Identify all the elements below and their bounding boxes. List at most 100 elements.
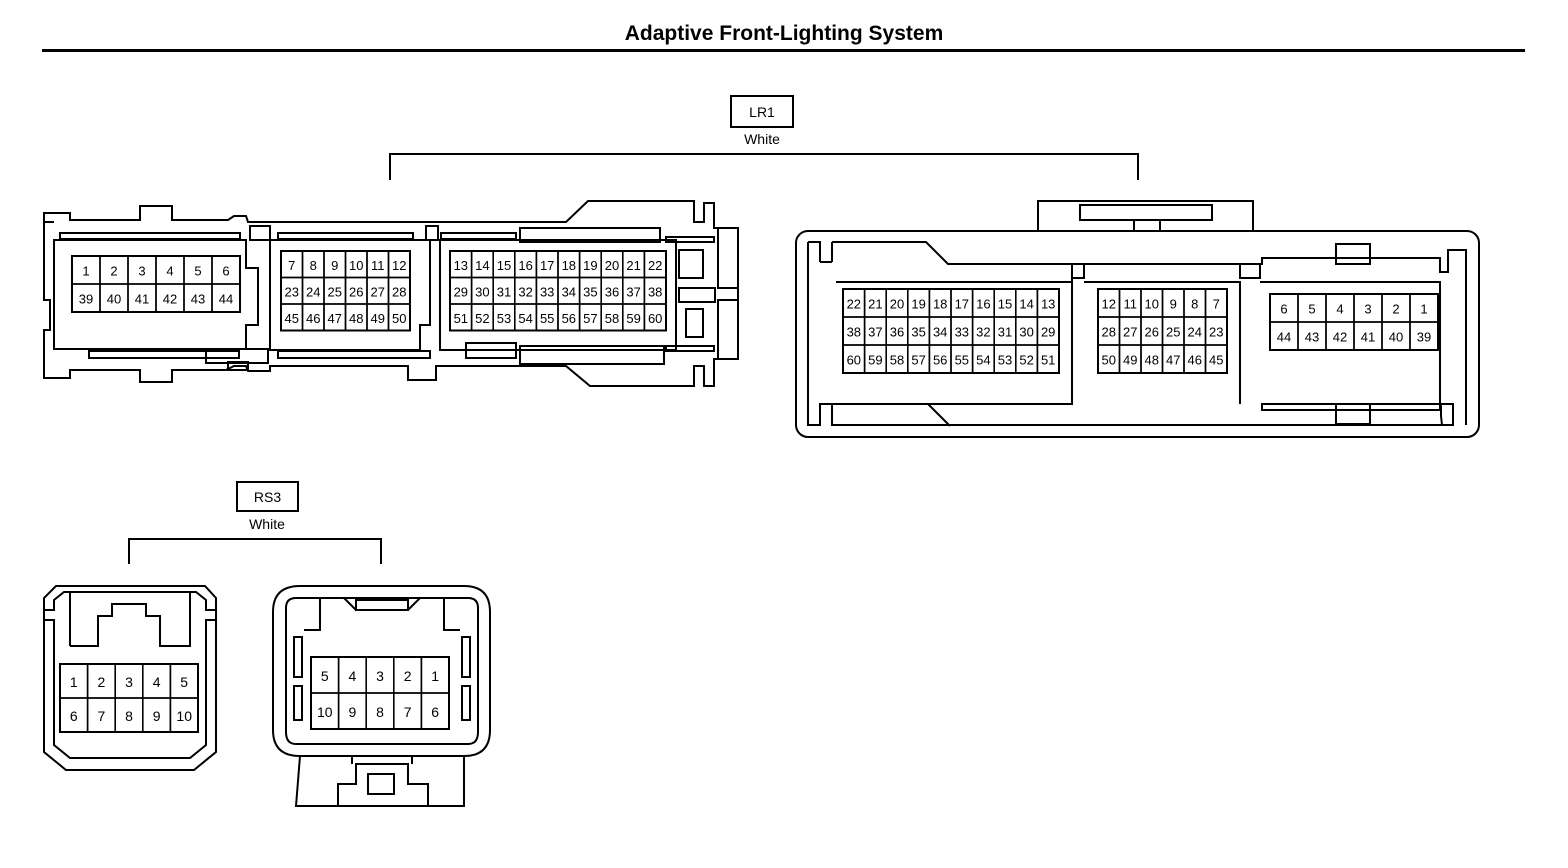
pin-number: 41 [1361,330,1375,345]
pin-cell [1204,344,1228,374]
pin-number: 23 [285,284,299,299]
pin-number: 20 [605,258,619,273]
pin-number: 57 [911,353,925,368]
pin-number: 1 [431,668,439,684]
pin-number: 53 [998,353,1012,368]
pin-number: 39 [1417,330,1431,345]
pin-number: 56 [562,311,576,326]
pin-number: 17 [955,297,969,312]
pin-number: 7 [404,704,412,720]
pin-number: 24 [1188,325,1202,340]
pin-cell [1036,344,1060,374]
pin-number: 11 [371,258,385,273]
pin-number: 50 [392,311,406,326]
pin-number: 60 [648,311,662,326]
pin-number: 38 [648,284,662,299]
pin-number: 21 [626,258,640,273]
pin-number: 30 [1019,325,1033,340]
rs3-left-housing [43,585,217,771]
pin-number: 12 [392,258,406,273]
connector-code-lr1: LR1 [730,95,794,128]
pin-number: 59 [626,311,640,326]
bracket-lr1 [389,153,1139,180]
pin-number: 7 [288,258,295,273]
pin-number: 11 [1124,297,1138,312]
pin-number: 22 [847,297,861,312]
pin-number: 46 [1188,353,1202,368]
pin-number: 1 [1420,302,1427,317]
pin-number: 58 [890,353,904,368]
pin-number: 9 [349,704,357,720]
pin-number: 8 [376,704,384,720]
pin-number: 37 [626,284,640,299]
pin-number: 17 [540,258,554,273]
pin-number: 9 [331,258,338,273]
connector-color-rs3: White [249,516,285,532]
pin-number: 35 [583,284,597,299]
pin-number: 44 [1277,330,1291,345]
pin-number: 8 [125,708,133,724]
pin-number: 33 [540,284,554,299]
pin-number: 55 [540,311,554,326]
pin-number: 16 [976,297,990,312]
pin-number: 31 [497,284,511,299]
connector-color-lr1: White [744,131,780,147]
pin-number: 1 [70,674,78,690]
pin-number: 14 [1019,297,1033,312]
pin-number: 41 [135,292,149,307]
pin-number: 55 [955,353,969,368]
pin-number: 36 [890,325,904,340]
pin-number: 9 [153,708,161,724]
pin-number: 25 [1166,325,1180,340]
pin-number: 24 [306,284,320,299]
pin-number: 43 [191,292,205,307]
pin-number: 52 [1019,353,1033,368]
pin-number: 4 [166,264,173,279]
pin-number: 27 [1123,325,1137,340]
pin-number: 15 [998,297,1012,312]
pin-number: 53 [497,311,511,326]
bracket-rs3 [128,538,382,564]
pin-number: 2 [1392,302,1399,317]
pin-number: 34 [933,325,947,340]
pin-number: 6 [1280,302,1287,317]
pin-cell [211,283,241,313]
pin-number: 52 [475,311,489,326]
pin-number: 5 [1308,302,1315,317]
pin-number: 54 [518,311,532,326]
pin-number: 4 [349,668,357,684]
pin-number: 3 [1364,302,1371,317]
pin-number: 59 [868,353,882,368]
pin-number: 42 [1333,330,1347,345]
pin-number: 46 [306,311,320,326]
pin-number: 25 [328,284,342,299]
pin-number: 51 [1041,353,1055,368]
pin-number: 21 [868,297,882,312]
pin-number: 6 [70,708,78,724]
title-rule [42,49,1525,52]
pin-number: 30 [475,284,489,299]
page-title: Adaptive Front-Lighting System [624,22,944,45]
pin-number: 58 [605,311,619,326]
pin-number: 10 [317,704,333,720]
pin-number: 5 [321,668,329,684]
pin-cell [387,303,411,332]
pin-number: 26 [349,284,363,299]
pin-number: 42 [163,292,177,307]
pin-number: 29 [454,284,468,299]
pin-number: 10 [1145,297,1159,312]
pin-number: 4 [153,674,161,690]
pin-number: 48 [349,311,363,326]
pin-number: 36 [605,284,619,299]
pin-number: 13 [454,258,468,273]
pin-number: 35 [911,325,925,340]
pin-number: 47 [1166,353,1180,368]
pin-number: 28 [392,284,406,299]
pin-number: 44 [219,292,233,307]
pin-number: 4 [1336,302,1343,317]
pin-number: 38 [847,325,861,340]
pin-number: 49 [371,311,385,326]
